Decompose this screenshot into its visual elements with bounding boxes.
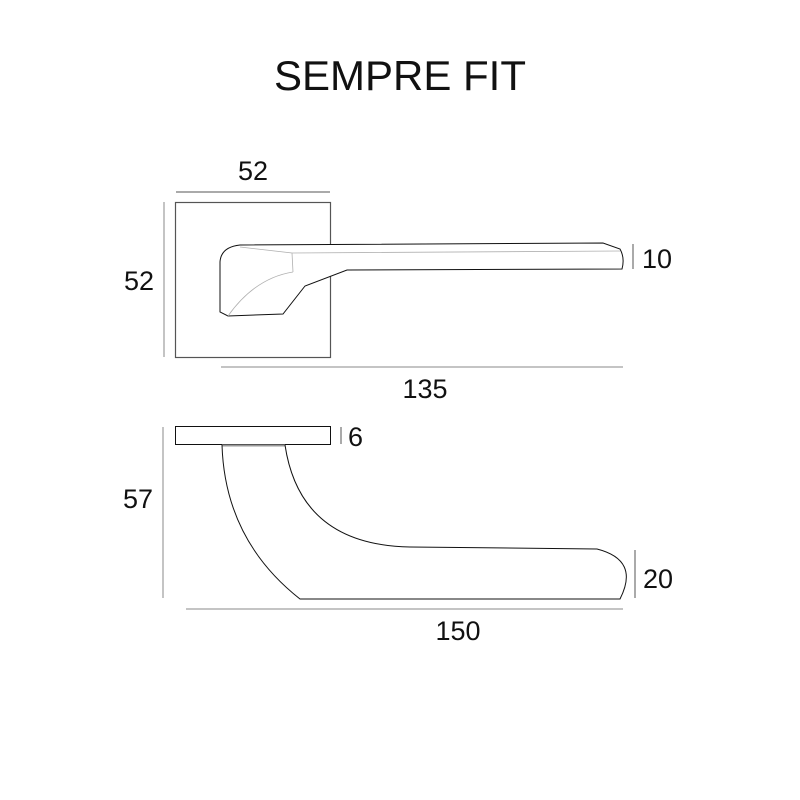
dim-lever-thickness: 10 [642, 244, 672, 274]
dim-grip-height: 20 [643, 564, 673, 594]
dim-lever-length: 135 [402, 374, 447, 404]
lever-top-outline [219, 242, 624, 317]
top-view: 52 52 10 135 [124, 156, 672, 404]
dim-total-length: 150 [435, 616, 480, 646]
dim-rose-thickness: 6 [348, 422, 363, 452]
dim-rose-height: 52 [124, 266, 154, 296]
dim-projection: 57 [123, 484, 153, 514]
lever-facet-lines [227, 246, 621, 317]
dim-rose-width: 52 [238, 156, 268, 186]
side-view: 6 57 20 150 [123, 422, 673, 646]
lever-side-outline [221, 444, 627, 600]
rose-side [175, 426, 331, 445]
rose-square [174, 201, 332, 359]
product-title: SEMPRE FIT [274, 52, 526, 99]
